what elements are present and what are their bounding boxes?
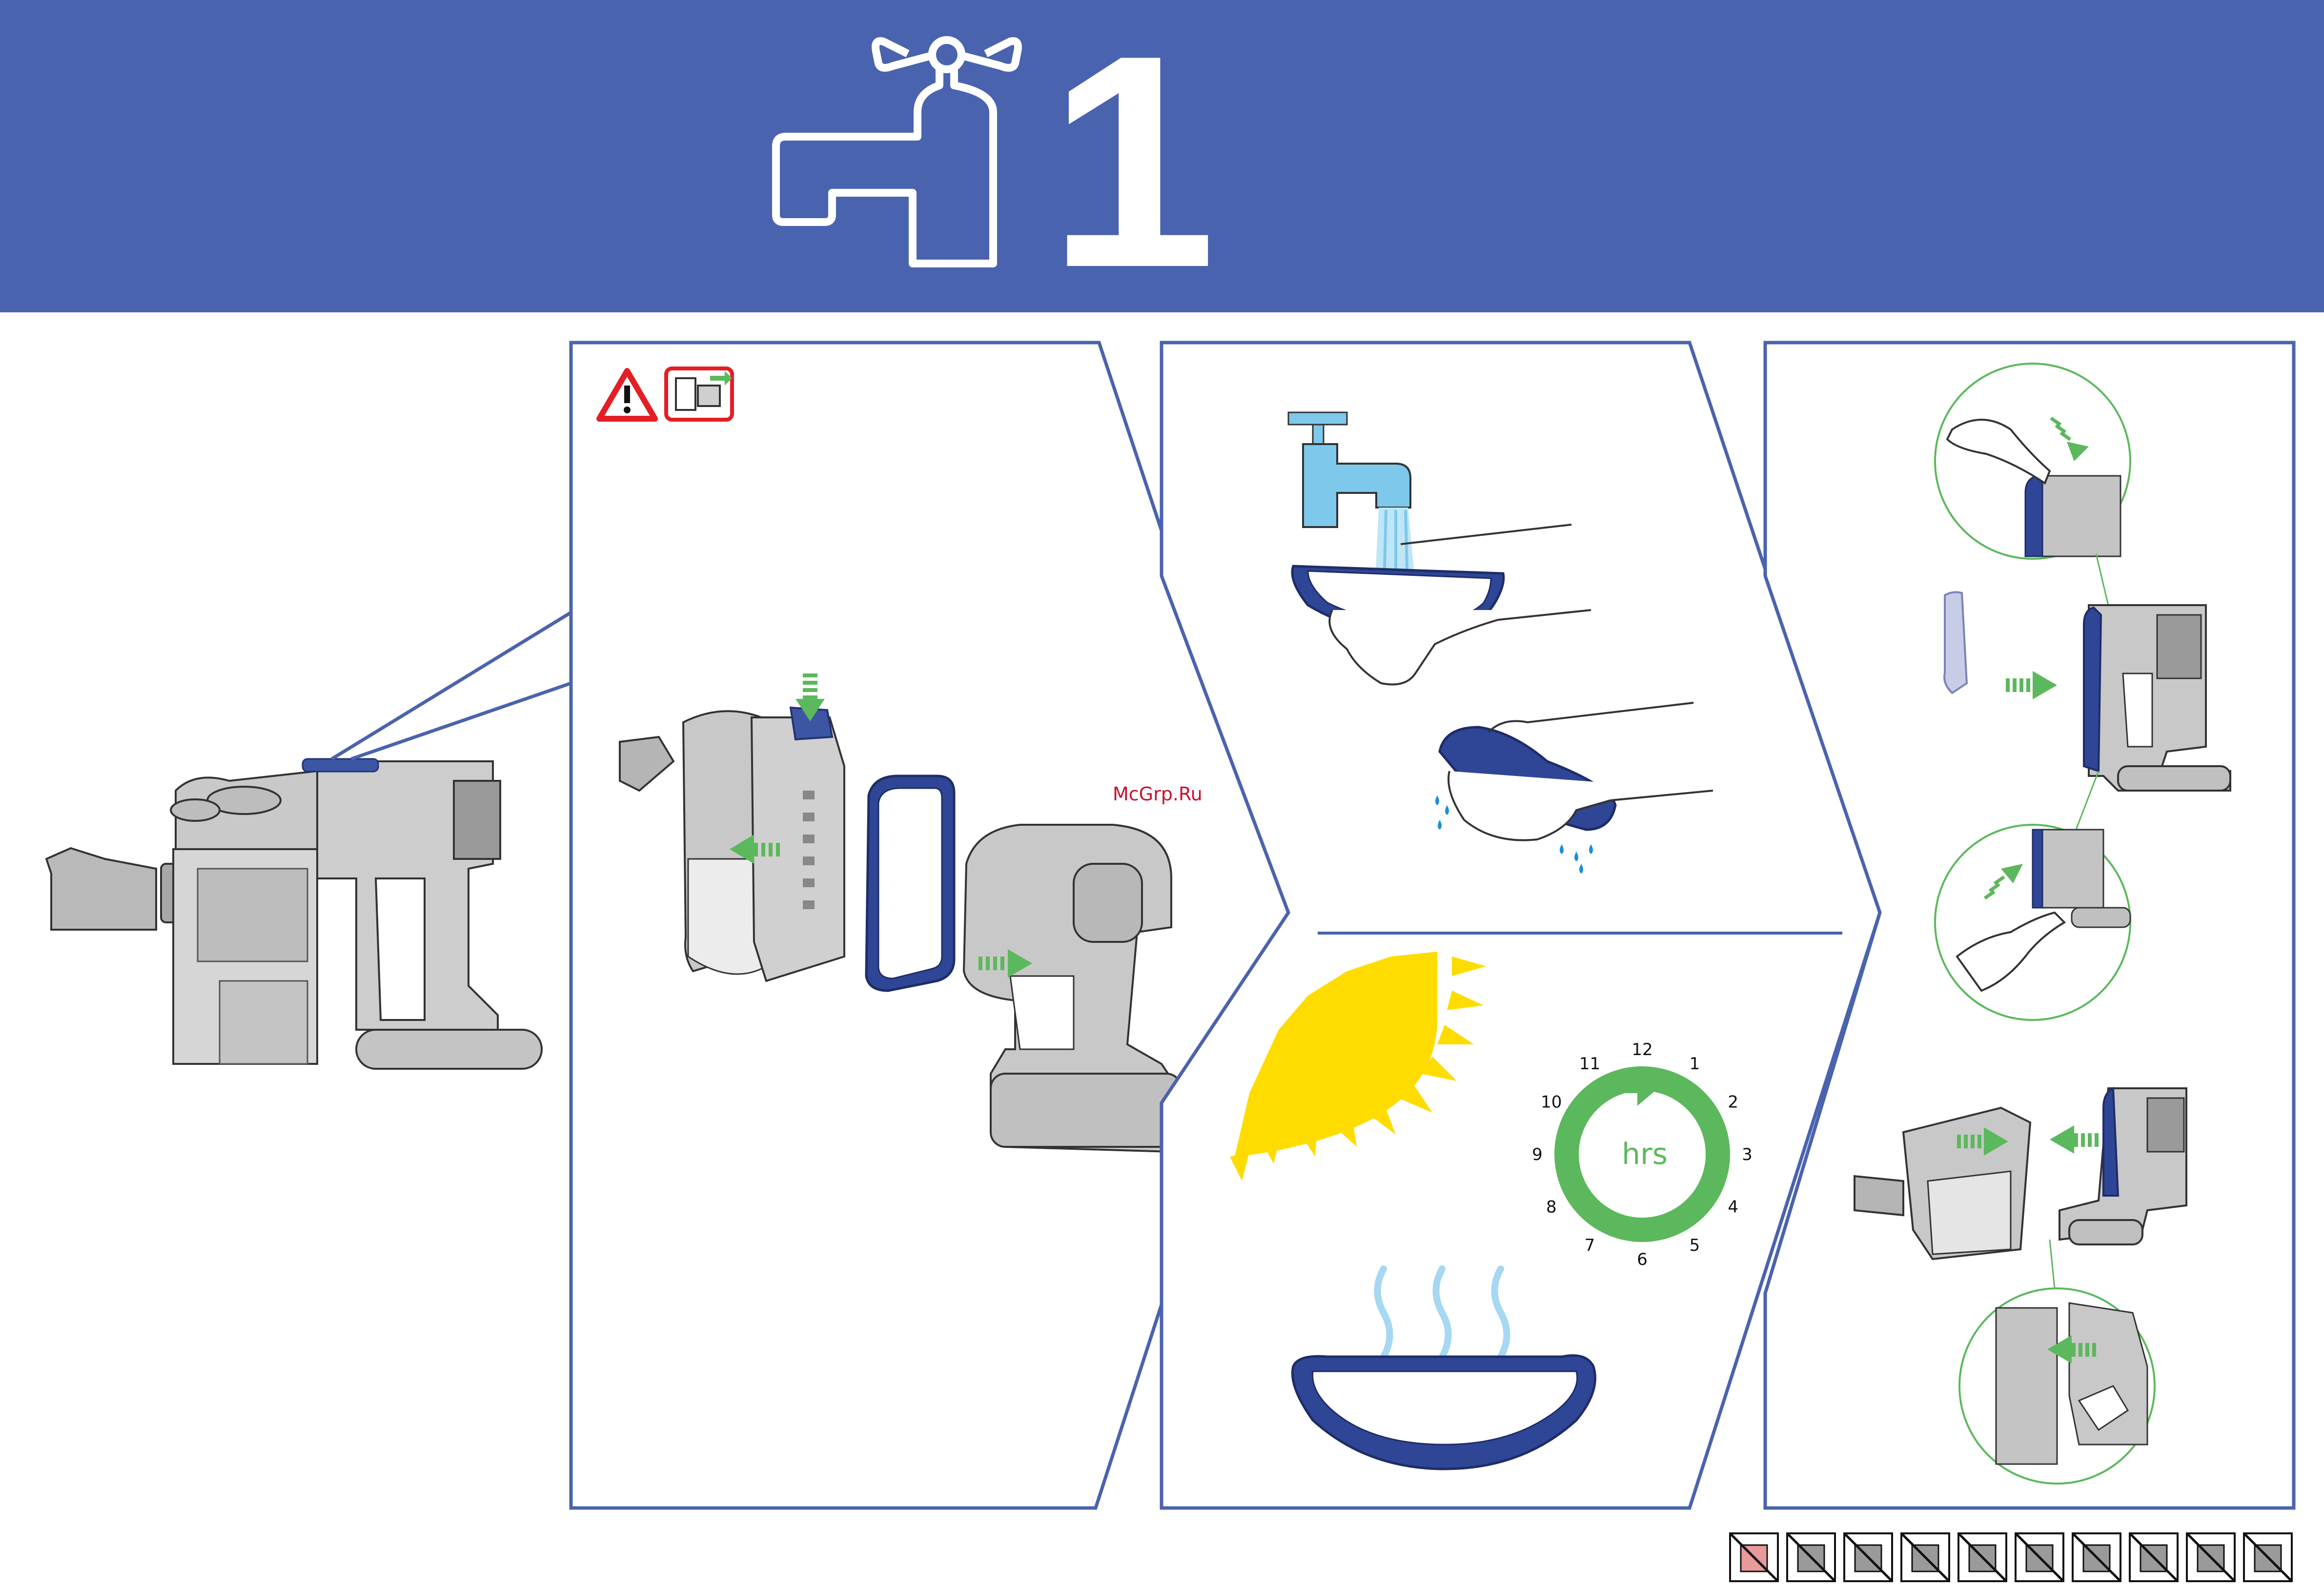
no-washing-machine-2-icon <box>2016 1533 2063 1581</box>
header-band: 1 <box>0 0 2324 330</box>
no-fire-icon <box>1844 1533 1892 1581</box>
no-spray-icon <box>2244 1533 2292 1581</box>
clock-number: 8 <box>1546 1198 1557 1217</box>
clock-number: 9 <box>1532 1145 1543 1164</box>
no-washing-machine-icon <box>1958 1533 2006 1581</box>
clock-number: 10 <box>1541 1093 1562 1112</box>
step-number: 1 <box>1048 0 1217 330</box>
no-oven-icon <box>2130 1533 2178 1581</box>
drying-unit: hrs <box>1622 1137 1668 1171</box>
watermark-text: McGrp.Ru <box>1113 783 1203 805</box>
clock-number: 4 <box>1728 1198 1738 1217</box>
clock-number: 12 <box>1631 1040 1652 1059</box>
clock-number: 1 <box>1690 1054 1700 1074</box>
clock-number: 3 <box>1742 1145 1753 1164</box>
clock-number: 5 <box>1690 1236 1700 1255</box>
no-tumble-dryer-icon <box>1901 1533 1949 1581</box>
no-microwave-icon <box>2073 1533 2120 1581</box>
clock-number: 7 <box>1585 1236 1595 1255</box>
no-hairdryer-icon <box>1730 1533 1778 1581</box>
fit-seal-bottom-detail <box>1935 825 2130 1020</box>
filter-seal-illustration <box>866 776 954 991</box>
no-detergent-icon <box>1787 1533 1835 1581</box>
machine-overview <box>46 612 571 1069</box>
no-dishwasher-icon <box>2187 1533 2235 1581</box>
clock-number: 11 <box>1579 1054 1600 1074</box>
clock-number: 6 <box>1637 1250 1648 1269</box>
latch-click-detail <box>1959 1288 2155 1484</box>
clock-number: 2 <box>1728 1093 1738 1112</box>
prohibition-icons-row <box>1730 1533 2292 1581</box>
unplug-charger-icon <box>666 368 732 420</box>
